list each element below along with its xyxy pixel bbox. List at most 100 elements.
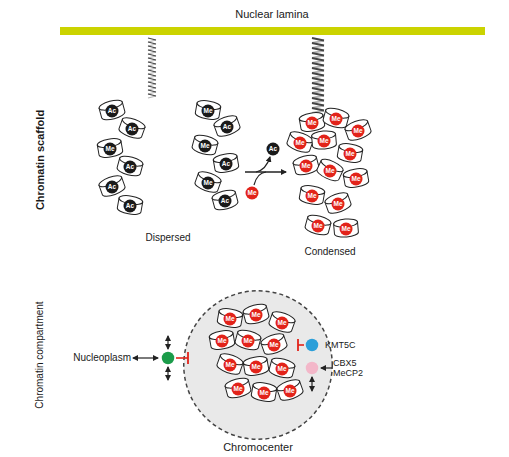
nucleosome-cylinder [299,111,326,133]
nucleosome-cylinder [213,152,240,174]
histone-mark-dot [267,143,280,156]
histone-mark: Me [225,362,234,369]
nucleosome-cylinder [333,218,358,238]
inhibition-bar [187,352,189,364]
node-circle [306,362,319,375]
nucleosome-cylinder [343,167,370,189]
histone-mark: Ac [222,161,230,168]
histone-mark-dot [216,335,229,348]
histone-mark-dot [352,125,365,138]
histone-mark: Me [325,168,334,175]
exchange-arrow [167,367,168,380]
histone-mark-dot [224,313,237,326]
nucleosome-cylinder [98,173,127,198]
nucleosome-cylinder [97,137,124,159]
histone-mark-dot [350,173,363,186]
histone-mark-dot [318,135,331,148]
nucleosome-cylinder [195,99,222,121]
node-circle [162,352,175,365]
mark-dot-group [104,105,365,400]
histone-mark: Me [345,151,354,158]
node-label: CBX5 MeCP2 [333,358,369,379]
histone-mark: Me [251,364,260,371]
nucleosome-cylinder [324,190,353,215]
histone-mark-dot [306,190,319,203]
lamina-bar [60,27,485,35]
histone-mark-dot [294,137,307,150]
histone-mark-dot [242,335,255,348]
reader-circle: CBX5 MeCP2 [305,361,319,375]
histone-mark-dot [220,158,233,171]
nucleosome-cylinder [98,98,126,122]
enzyme-circle: KMT5C [305,338,319,352]
histone-mark: Me [233,386,242,393]
histone-mark-dot [106,105,119,118]
histone-mark: Me [307,193,316,200]
histone-mark: Me [269,342,278,349]
histone-mark: Ac [108,184,116,191]
nucleosome-cylinder [224,376,252,400]
tether-spring [148,38,156,98]
histone-mark: Ac [108,108,116,115]
histone-mark: Me [225,316,234,323]
spring-group [148,38,324,113]
histone-mark-dot [126,123,139,136]
histone-mark: Me [203,108,212,115]
node-label: Chromocenter [223,441,293,454]
node-outline [161,351,175,365]
histone-mark-dot [202,105,215,118]
histone-mark: Me [319,138,328,145]
nucleosome-cylinder [216,351,245,376]
nucleosome-group [97,98,373,403]
nucleosome-cylinder [213,113,242,138]
histone-mark-dot [219,195,232,208]
nucleosome-cylinder [242,302,270,326]
histone-mark: Ac [126,203,134,210]
histone-mark-dot [284,385,297,398]
nucleosome-cylinder [234,328,262,352]
tether-spring [312,38,324,113]
section-label: Chromatin compartment [34,301,46,408]
histone-mark: Me [313,223,322,230]
histone-mark: Me [277,320,286,327]
nucleosome-cylinder [211,188,239,212]
histone-mark: Me [203,180,212,187]
histone-mark-dot [344,148,357,161]
histone-mark-dot [124,161,137,174]
histone-mark: Ac [269,146,277,153]
exchange-arrow [133,357,158,358]
nucleosome-cylinder [304,213,332,237]
spring-back [148,40,156,98]
histone-mark-dot [246,187,259,200]
nucleosome-cylinder [118,115,147,140]
histone-mark-dot [330,113,343,126]
nucleosome-cylinder [243,355,270,377]
histone-mark: Me [331,116,340,123]
histone-mark-dot [312,220,325,233]
node-circle [306,339,319,352]
node-label: KMT5C [325,340,356,350]
nucleosome-cylinder [311,130,336,150]
histone-mark: Me [243,338,252,345]
histone-mark-dot [324,165,337,178]
section-label: Chromatin scaffold [34,110,47,210]
nucleosome-cylinder [251,381,278,403]
histone-mark-dot [250,309,263,322]
nucleosome-cylinder [116,154,144,178]
histone-mark: Me [295,140,304,147]
nucleosome-cylinder [286,129,315,154]
node-circle [184,291,333,440]
histone-mark: Me [301,163,310,170]
histone-mark: Me [217,338,226,345]
histone-mark-dot [268,339,281,352]
node-outline [305,338,319,352]
binding-arrow [321,367,332,368]
histone-mark: Me [105,146,114,153]
histone-mark-dot [106,181,119,194]
histone-mark-dot [221,121,234,134]
nucleosome-cylinder [268,309,297,334]
histone-mark-dot [124,200,137,213]
acetyl-out-arrow [256,157,270,172]
